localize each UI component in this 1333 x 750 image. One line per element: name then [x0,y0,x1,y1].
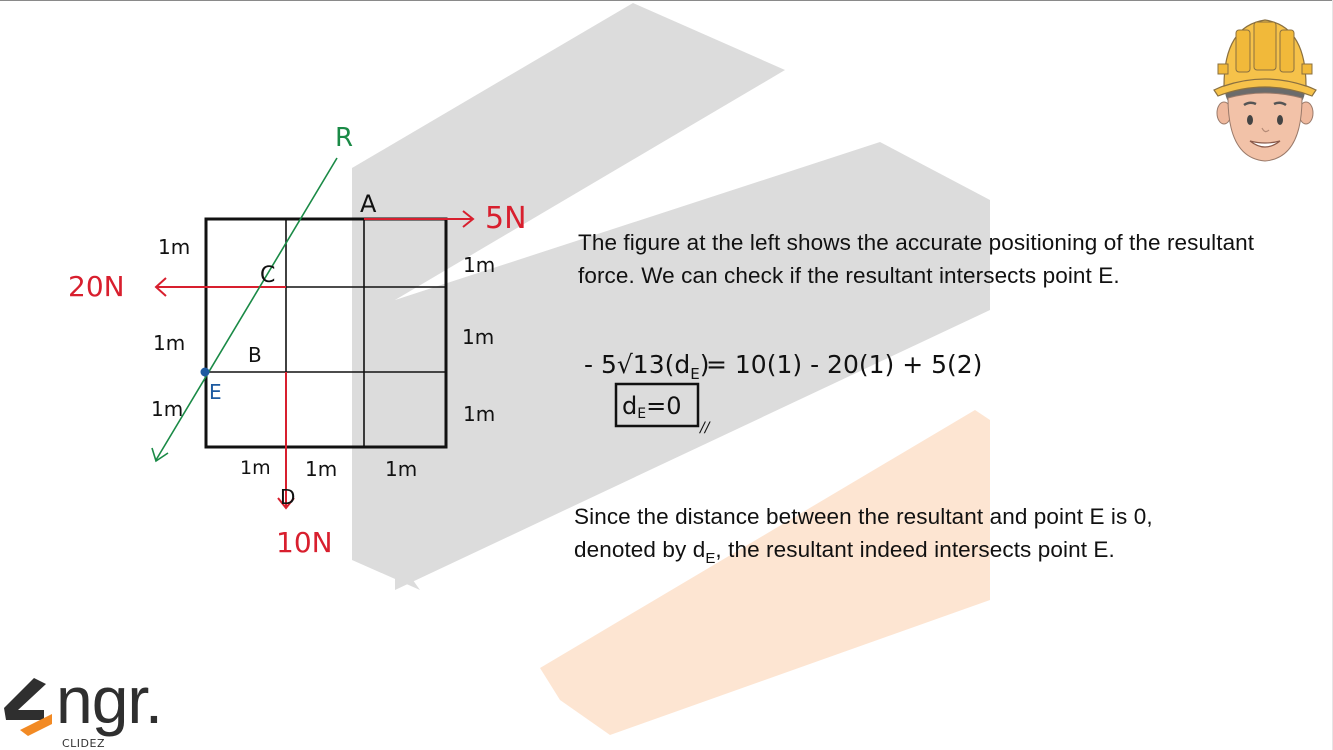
label-r: R [335,123,353,153]
label-force-5n: 5N [485,201,527,236]
paragraph-2-line-2-end: , the resultant indeed intersects point … [715,537,1115,562]
label-force-20n: 20N [68,270,125,303]
engineer-mascot-icon [1213,19,1317,162]
slide-top-border [0,0,1333,1]
dim-right-1: 1m [463,253,495,277]
result-box-text: dE=0 [622,392,681,422]
watermark-grey-upper-band [352,3,785,300]
label-c: C [260,263,275,288]
logo-wordmark: ngr. [56,663,163,737]
result-check-mark: // [698,420,711,436]
force-arrow-20n [154,277,286,297]
paragraph-2-line-1: Since the distance between the resultant… [574,504,1153,529]
dim-right-3: 1m [463,402,495,426]
equation-lhs: - 5√13(dE) [584,350,710,383]
dim-left-1: 1m [158,235,190,259]
engr-clidez-logo: ngr. CLIDEZ [0,660,200,750]
resultant-arrow-r [151,157,338,463]
watermark-orange-band [540,410,990,735]
force-arrow-10n [277,372,295,510]
dim-bottom-2: 1m [305,457,337,481]
explanation-paragraph-2: Since the distance between the resultant… [574,500,1294,566]
label-force-10n: 10N [276,526,333,559]
label-a: A [360,190,377,218]
dim-left-3: 1m [151,397,183,421]
result-box [614,382,700,428]
logo-e-mark-icon [4,678,52,736]
grid-outer-frame [204,217,448,449]
watermark-grey-spine [352,168,420,590]
watermark-grey-middle-band [395,142,990,590]
dim-right-2: 1m [462,325,494,349]
equation-rhs: = 10(1) - 20(1) + 5(2) [706,350,982,379]
label-b: B [248,343,262,367]
force-arrow-5n [364,210,475,228]
logo-subtitle: CLIDEZ [62,737,106,750]
paragraph-2-subscript: E [705,550,716,567]
point-e-marker [200,367,210,377]
dim-bottom-3: 1m [385,457,417,481]
label-e: E [209,380,222,404]
dim-bottom-1: 1m [240,457,271,479]
label-d: D [280,485,295,509]
dim-left-2: 1m [153,331,185,355]
paragraph-2-line-2-start: denoted by d [574,537,706,562]
explanation-paragraph-1: The figure at the left shows the accurat… [578,230,1255,288]
